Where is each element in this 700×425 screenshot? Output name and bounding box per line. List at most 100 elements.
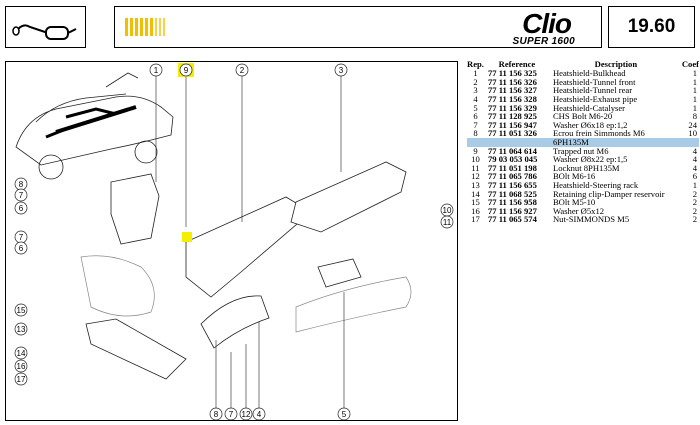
col-reference: Reference <box>498 59 536 69</box>
callout-8b: 8 <box>214 410 219 419</box>
cell-coef: 8 <box>692 111 697 122</box>
cell-description: Heatshield-Exhaust pipe <box>552 94 638 105</box>
cell-description: Ecrou frein Simmonds M6 <box>552 128 645 139</box>
cell-description: Locknut 8PH135M <box>552 162 620 173</box>
accent-stripes <box>125 18 153 36</box>
table-row[interactable]: 6PH135M <box>467 138 699 147</box>
cell-description: Retaining clip-Damper reservoir <box>552 188 665 199</box>
cell-description: Heatshield-Tunnel rear <box>552 85 633 96</box>
cell-rep: 13 <box>471 180 480 191</box>
callout-9: 9 <box>184 66 189 75</box>
callout-6a: 6 <box>19 204 24 213</box>
callout-17: 17 <box>17 375 26 384</box>
cell-reference: 77 11 156 328 <box>487 94 537 105</box>
page-number: 19.60 <box>627 16 676 37</box>
table-row[interactable]: 15 77 11 156 958 BOlt M5-10 2 <box>467 198 699 207</box>
leader-lines <box>155 76 345 410</box>
cell-reference: 77 11 064 614 <box>487 145 537 156</box>
cell-coef: 2 <box>692 214 697 225</box>
cell-reference: 77 11 065 786 <box>487 171 537 182</box>
callout-labels: 1 9 2 3 8 7 6 7 6 10 11 15 13 14 16 17 8… <box>17 66 452 419</box>
cell-coef: 6 <box>692 171 697 182</box>
cell-reference: 77 11 156 655 <box>487 180 537 191</box>
cell-rep: 15 <box>471 197 480 208</box>
part-heatshield-steering-rack <box>85 318 187 380</box>
cell-reference <box>483 138 550 147</box>
callout-7b: 7 <box>19 233 24 242</box>
section-icon-box <box>5 6 86 48</box>
cell-description: Trapped nut M6 <box>552 145 609 156</box>
cell-rep: 6 <box>473 111 478 122</box>
cell-reference: 77 11 065 574 <box>487 214 537 225</box>
cell-reference: 77 11 128 925 <box>487 111 537 122</box>
cell-description: Heatshield-Steering rack <box>552 180 639 191</box>
car-illustration <box>15 72 174 180</box>
callout-6b: 6 <box>19 244 24 253</box>
cell-coef: 4 <box>692 154 697 165</box>
callout-14: 14 <box>17 349 26 358</box>
cell-description: Washer Ø5x12 <box>552 205 605 216</box>
table-row[interactable]: 6 77 11 128 925 CHS Bolt M6-20 8 <box>467 112 699 121</box>
cell-description: Washer Ø6x18 ep:1,2 <box>552 119 628 130</box>
cell-coef <box>681 138 699 147</box>
cell-rep: 14 <box>471 188 480 199</box>
table-header: Rep. Reference Description Coef <box>467 59 699 69</box>
cell-rep: 16 <box>471 205 480 216</box>
accent-stripes-fade <box>155 18 167 36</box>
cell-coef: 1 <box>692 94 697 105</box>
diagram-svg: 1 9 2 3 8 7 6 7 6 10 11 15 13 14 16 17 8… <box>14 63 454 421</box>
cell-description: BOlt M5-10 <box>552 197 596 208</box>
callout-11: 11 <box>443 218 452 227</box>
cell-reference: 77 11 156 958 <box>487 197 537 208</box>
cell-rep: 17 <box>471 214 480 225</box>
exhaust-manifold <box>80 255 155 317</box>
title-banner: Clio SUPER 1600 <box>114 6 602 48</box>
cell-coef: 1 <box>692 68 697 79</box>
cell-rep: 1 <box>473 68 478 79</box>
part-heatshield-tunnel-front <box>185 196 312 298</box>
col-rep: Rep. <box>467 59 484 69</box>
cell-rep: 7 <box>473 119 478 130</box>
cell-reference: 77 11 051 326 <box>487 128 537 139</box>
cell-reference: 77 11 156 325 <box>487 68 537 79</box>
callout-5: 5 <box>342 410 347 419</box>
cell-description: Washer Ø8x22 ep:1,5 <box>552 154 628 165</box>
part-heatshield-exhaust-pipe <box>200 295 270 349</box>
cell-rep: 12 <box>471 171 480 182</box>
cell-reference: 77 11 156 329 <box>487 102 537 113</box>
cell-coef: 24 <box>688 119 697 130</box>
cell-rep <box>467 138 484 147</box>
callout-2: 2 <box>240 66 245 75</box>
callout-16: 16 <box>17 362 26 371</box>
cell-coef: 4 <box>692 145 697 156</box>
callout-7a: 7 <box>19 191 24 200</box>
cell-reference: 77 11 156 327 <box>487 85 537 96</box>
cell-description: 6PH135M <box>549 138 682 147</box>
part-heatshield-bulkhead <box>110 173 160 245</box>
col-description: Description <box>594 59 638 69</box>
callout-15: 15 <box>17 306 26 315</box>
cell-rep: 2 <box>473 76 478 87</box>
cell-coef: 4 <box>692 162 697 173</box>
callout-1: 1 <box>154 66 159 75</box>
cell-coef: 2 <box>692 197 697 208</box>
cell-description: CHS Bolt M6-20 <box>552 111 613 122</box>
callout-13: 13 <box>17 325 26 334</box>
cell-rep: 10 <box>471 154 480 165</box>
